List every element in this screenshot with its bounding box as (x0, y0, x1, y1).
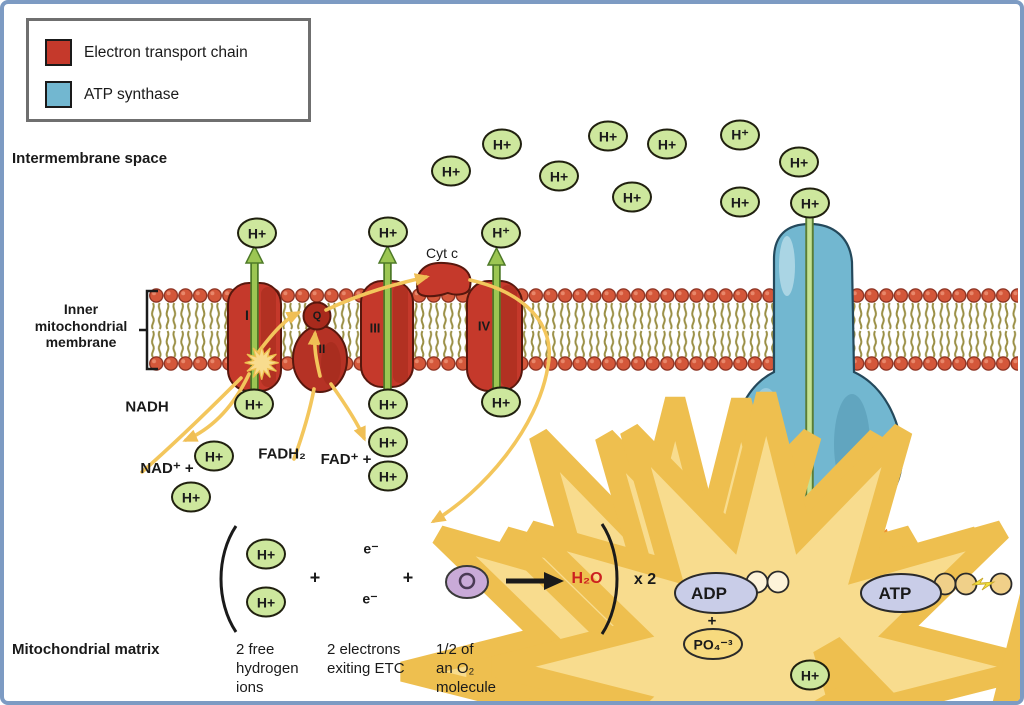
electron-label: e⁻ (362, 590, 378, 607)
legend-box: Electron transport chain ATP synthase (26, 18, 311, 122)
reaction-arrow (506, 572, 564, 590)
proton-pump-arrow-complex-iii (377, 244, 398, 389)
inner-membrane-label: Inner mitochondrial membrane (34, 301, 128, 351)
h-plus-ion: H+ (368, 216, 408, 248)
nad-plus-label: NAD⁺ + (140, 460, 194, 477)
legend-label-etc: Electron transport chain (84, 43, 248, 61)
atp-label: ATP (878, 584, 912, 603)
equation-open-paren (219, 525, 238, 633)
water-label: H₂O (571, 570, 603, 587)
h-plus-ion: H+ (171, 481, 211, 513)
h-plus-ion: H+ (779, 146, 819, 178)
diagram-graphics (139, 218, 1020, 701)
q-to-cytc-arrow (324, 273, 430, 312)
fad-plus-label: FAD⁺ + (320, 451, 372, 468)
nadh-label: NADH (125, 398, 169, 416)
complex-i-to-nad-arrow (182, 372, 251, 442)
cytochrome-c-shape (415, 261, 472, 298)
h-plus-ion: H+ (647, 128, 687, 160)
h-plus-ion: H+ (482, 128, 522, 160)
caption-oxygen: 1/2 of an O₂ molecule (436, 641, 497, 697)
etc-color-swatch (45, 39, 72, 66)
equation-plus-2: + (402, 567, 414, 588)
h-plus-ion: H+ (368, 426, 408, 458)
intermembrane-space-label: Intermembrane space (12, 150, 168, 167)
electron-label: e⁻ (363, 540, 379, 557)
equation-multiplier: x 2 (633, 571, 657, 588)
coenzyme-q-label: Q (312, 310, 322, 322)
h-plus-ion: H+ (368, 388, 408, 420)
h-plus-ion: H+ (234, 388, 274, 420)
inner-membrane-bracket (139, 289, 158, 371)
h-plus-ion: H+ (246, 586, 286, 618)
h-plus-ion: H+ (246, 538, 286, 570)
h-plus-ion: H⁺ (481, 217, 521, 249)
mitochondrial-matrix-label: Mitochondrial matrix (12, 641, 160, 658)
h-plus-ion: H+ (588, 120, 628, 152)
fadh2-to-complex-ii-arrow (292, 387, 316, 461)
adp-plus-sign: + (707, 612, 717, 630)
h-plus-ion: H⁺ (720, 119, 760, 151)
complex-ii-to-fad-arrow (329, 382, 366, 442)
energy-bolt-icon (971, 577, 996, 591)
h-plus-ion: H+ (481, 386, 521, 418)
h-plus-ion: H+ (612, 181, 652, 213)
caption-electrons: 2 electrons exiting ETC (327, 641, 405, 678)
phosphate-label: PO₄⁻³ (693, 636, 733, 653)
h-plus-ion: H+ (237, 217, 277, 249)
complex-iii-label: III (369, 320, 381, 336)
h-plus-ion: H+ (790, 187, 830, 219)
cytochrome-c-label: Cyt c (426, 245, 458, 261)
fadh2-label: FADH₂ (258, 445, 306, 463)
h-plus-ion: H+ (790, 659, 830, 691)
atp-synthase-color-swatch (45, 81, 72, 108)
complex-ii-label: II (318, 342, 326, 356)
legend-label-atp-synthase: ATP synthase (84, 85, 180, 103)
h-plus-ion: H+ (431, 155, 471, 187)
electron-flow-arrows (140, 273, 551, 524)
cytc-to-matrix-arrow (430, 278, 551, 524)
equation-plus-1: + (309, 567, 321, 588)
complex-ii-to-q-arrow (307, 330, 322, 378)
nadh-to-complex-i-arrow (140, 376, 243, 474)
complex-i-label: I (245, 307, 249, 323)
h-plus-ion: H+ (539, 160, 579, 192)
atp-molecule-shape (860, 572, 1013, 613)
phosphate-molecule-shape (683, 628, 743, 660)
adp-label: ADP (691, 584, 727, 603)
caption-hydrogen-ions: 2 free hydrogen ions (236, 641, 299, 697)
coenzyme-q-shape (302, 301, 332, 331)
proton-pump-arrow-complex-iv (486, 246, 507, 388)
adp-molecule-shape (674, 570, 790, 614)
legend-item-atp-synthase: ATP synthase (45, 81, 179, 108)
h-plus-ion: H+ (194, 440, 234, 472)
h-plus-ion: H+ (368, 460, 408, 492)
complex-iv-label: IV (477, 318, 491, 334)
h-plus-ion: H+ (720, 186, 760, 218)
complex-ii-shape (292, 325, 348, 393)
legend-item-etc: Electron transport chain (45, 39, 248, 66)
electron-starburst-icon (493, 393, 1020, 701)
equation-close-paren (600, 523, 619, 635)
oxygen-atom-shape (445, 565, 489, 599)
